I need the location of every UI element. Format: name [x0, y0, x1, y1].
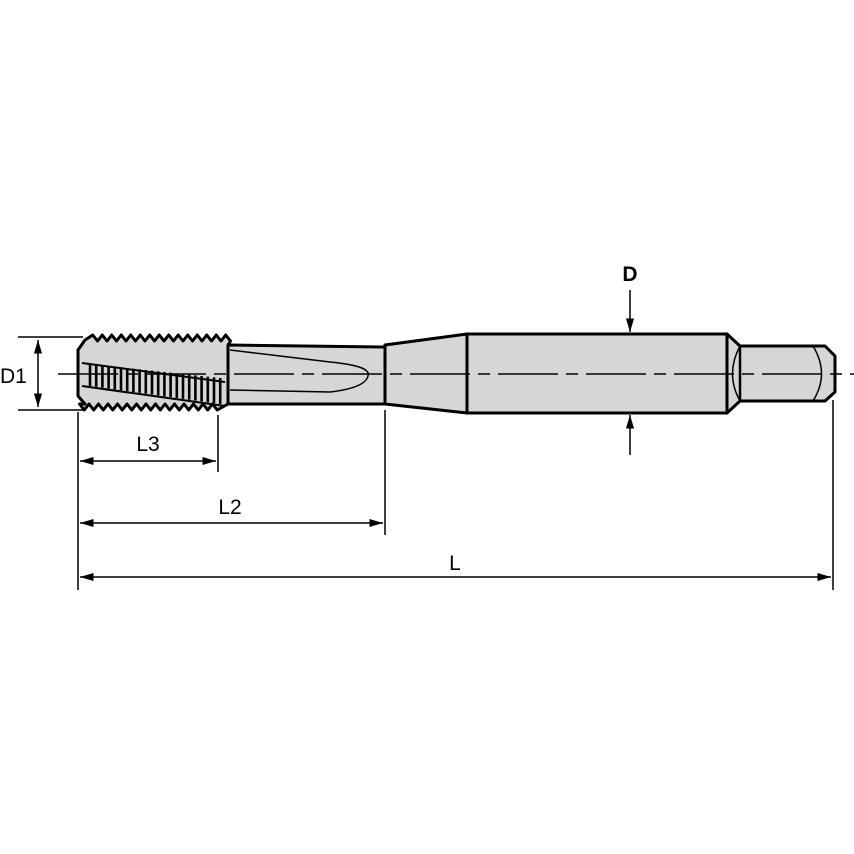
- label-L3: L3: [136, 433, 159, 456]
- label-D1: D1: [0, 365, 27, 388]
- dimension-L3: L3: [80, 433, 216, 466]
- flute-edge: [81, 362, 226, 407]
- dimension-L: L: [80, 552, 831, 582]
- flute-teeth: [81, 362, 226, 407]
- dimension-D: D: [622, 263, 638, 455]
- dimension-L2: L2: [80, 496, 383, 528]
- label-L2: L2: [218, 496, 241, 519]
- label-L: L: [449, 552, 461, 575]
- flute-end: [229, 349, 370, 393]
- label-D: D: [622, 263, 637, 286]
- dimension-D1: D1: [0, 336, 83, 411]
